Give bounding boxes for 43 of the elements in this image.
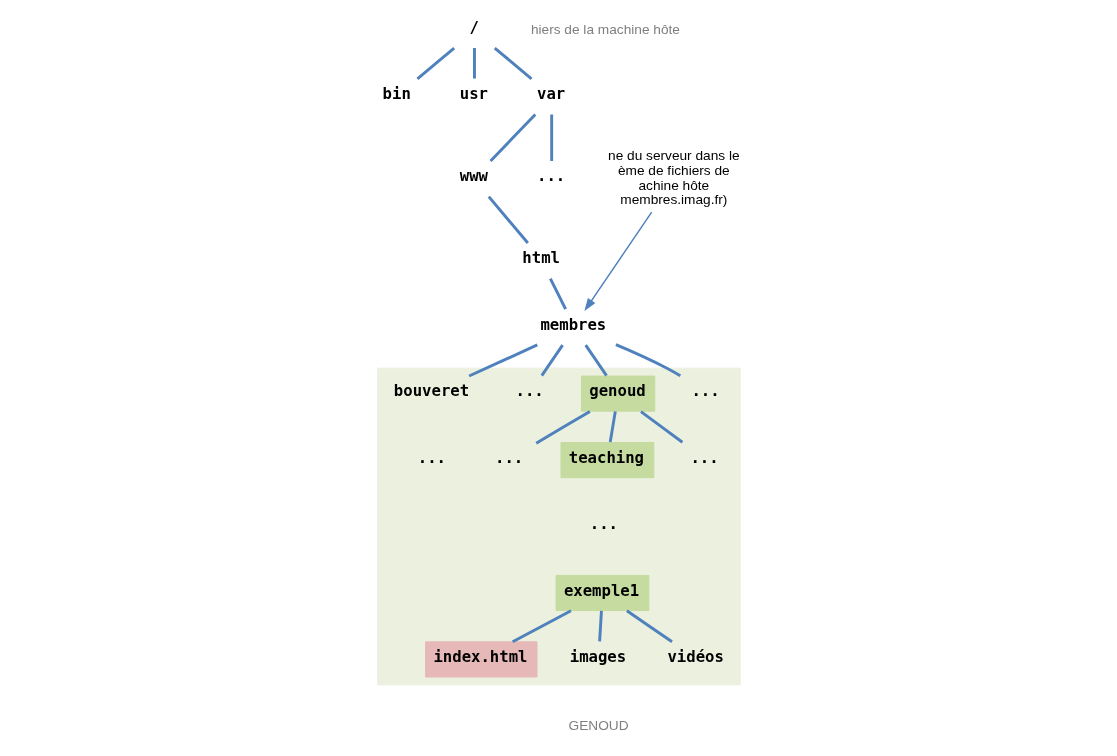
connector <box>639 410 683 444</box>
node-text: images <box>569 647 626 667</box>
cluster <box>376 367 741 686</box>
connector <box>549 114 553 161</box>
connector <box>535 410 591 445</box>
connector <box>472 48 476 79</box>
node-box: index.html <box>424 641 537 678</box>
node-text: vidéos <box>666 647 724 667</box>
node-text: ... <box>494 447 523 467</box>
node-text: bin <box>382 84 411 104</box>
node-box: exemple1 <box>555 574 649 612</box>
node-text: membres <box>539 314 606 334</box>
label: ... <box>417 447 446 467</box>
connector <box>487 195 529 244</box>
node-text: var <box>536 84 565 104</box>
connector <box>608 411 617 443</box>
connector <box>625 609 673 643</box>
connector <box>489 113 536 162</box>
node-text: / <box>469 17 479 37</box>
node-text: www <box>459 166 488 186</box>
node-text: ... <box>689 447 719 467</box>
connector <box>548 278 567 310</box>
node-text: ... <box>690 381 720 401</box>
connector <box>468 343 538 378</box>
node-text: ne du serveur dans le ème de fichiers de achine hôte membres.imag.fr) <box>607 148 740 208</box>
connector <box>416 46 455 80</box>
label: GENOUD <box>568 717 629 733</box>
connector <box>597 610 603 642</box>
node-box: genoud <box>580 375 655 412</box>
node-text: ... <box>536 166 565 186</box>
node-box: teaching <box>559 442 654 479</box>
label: ... <box>589 514 618 534</box>
node-text: ... <box>515 381 544 401</box>
arrow <box>583 211 652 312</box>
node-text: bouveret <box>393 381 469 401</box>
connector <box>540 344 564 377</box>
connector <box>493 46 532 80</box>
node-text: usr <box>459 84 488 104</box>
label: hiers de la machine hôte <box>530 21 680 37</box>
connector <box>511 609 572 644</box>
connector <box>614 343 681 378</box>
connector <box>584 344 608 377</box>
node-text: html <box>521 248 560 268</box>
